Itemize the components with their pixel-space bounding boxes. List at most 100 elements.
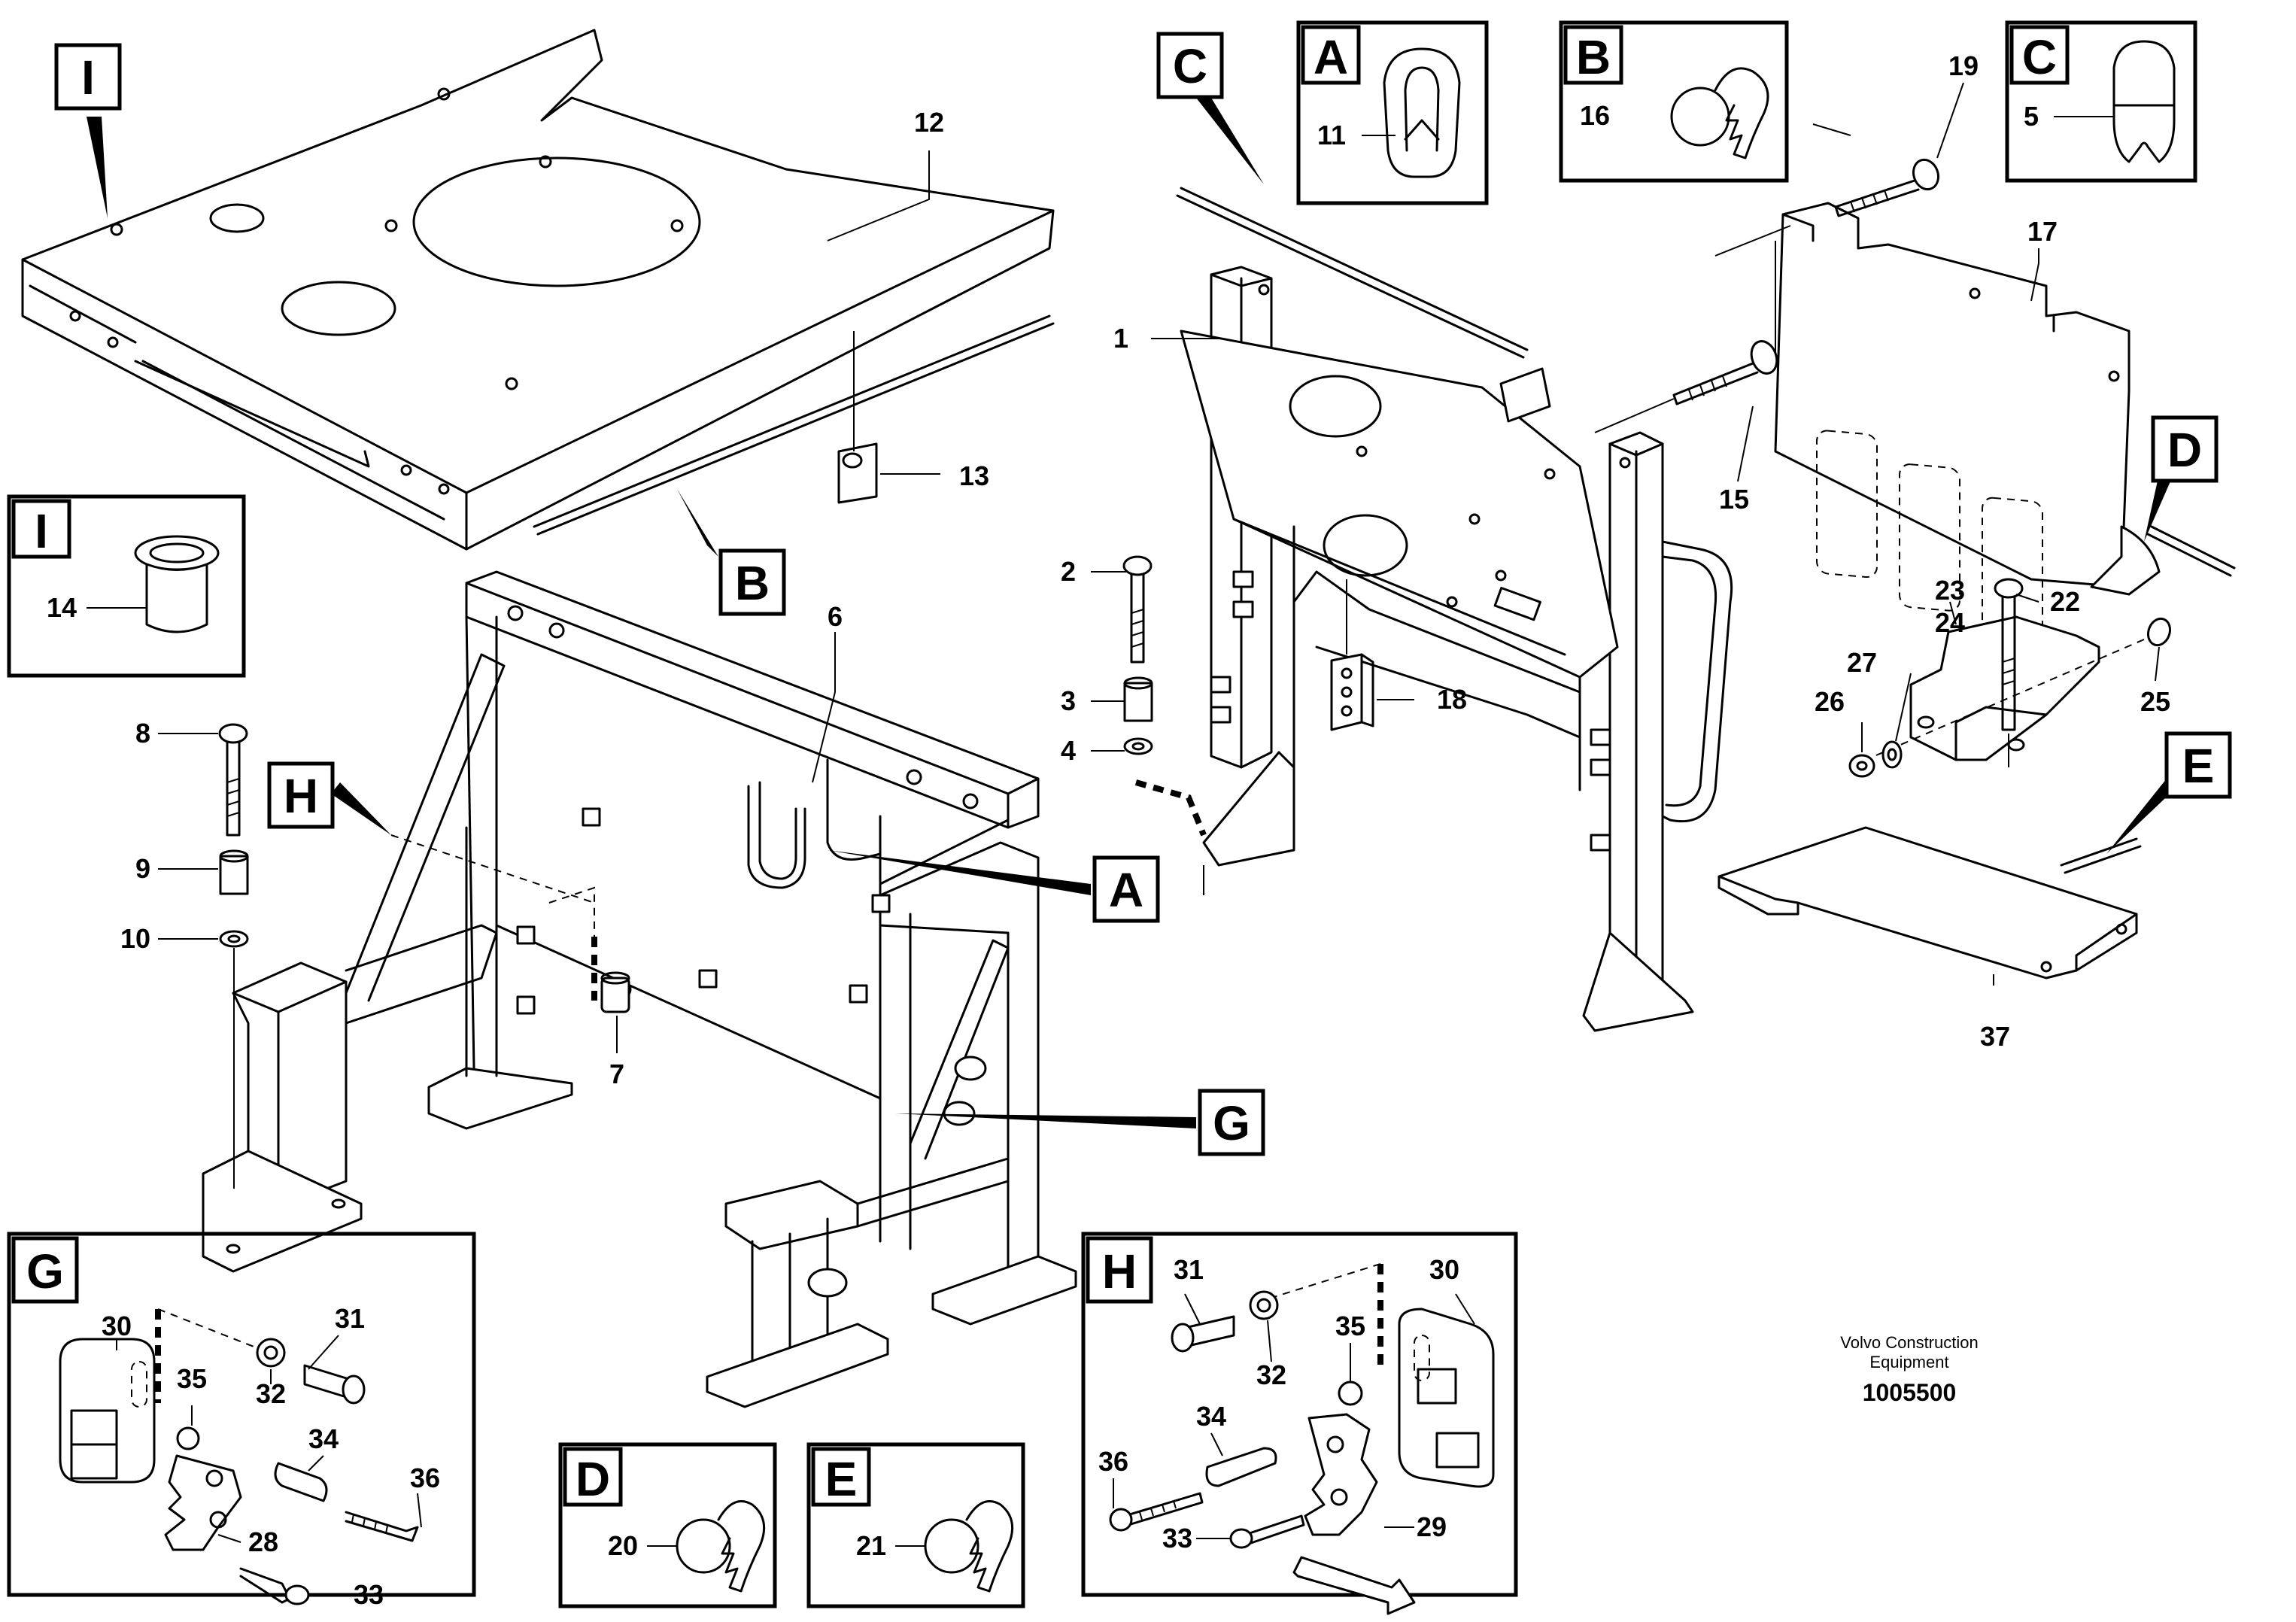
bolt-stack-2-3-4 bbox=[1122, 555, 1153, 755]
detail-box-c-top bbox=[2005, 20, 2197, 183]
part-number: 10 bbox=[120, 923, 150, 954]
detail-box-e bbox=[806, 1442, 1025, 1608]
label-h: H bbox=[284, 769, 318, 823]
callout-b bbox=[718, 548, 786, 616]
part-number: 24 bbox=[1935, 607, 1965, 638]
part-number: 22 bbox=[2050, 586, 2080, 617]
part-number: 31 bbox=[1174, 1254, 1204, 1285]
label-c: C bbox=[1173, 39, 1207, 93]
callout-boxes bbox=[54, 32, 2232, 1156]
rod-b bbox=[533, 314, 1051, 528]
part-number: 7 bbox=[609, 1059, 624, 1089]
part-number: 1 bbox=[1113, 323, 1128, 354]
rod-c bbox=[1180, 187, 1529, 351]
callout-c bbox=[1156, 32, 1224, 99]
part-number: 15 bbox=[1719, 484, 1749, 515]
block-18 bbox=[1330, 579, 1374, 731]
part-numbers: 12 13 1 2 3 4 18 6 7 8 9 10 14 19 17 15 … bbox=[47, 50, 2170, 1610]
detail-box-b-top bbox=[1559, 20, 1789, 183]
part-number: 33 bbox=[354, 1579, 384, 1610]
callout-h bbox=[267, 761, 335, 829]
part-number: 34 bbox=[308, 1423, 339, 1454]
callout-i-top bbox=[54, 43, 122, 111]
detail-label-i: I bbox=[35, 504, 48, 558]
part-number: 13 bbox=[959, 460, 989, 491]
detail-box-a-top bbox=[1296, 20, 1489, 205]
label-a: A bbox=[1109, 863, 1143, 917]
part-number: 26 bbox=[1815, 686, 1845, 717]
label-d: D bbox=[2167, 423, 2202, 477]
part-number: 32 bbox=[1256, 1359, 1286, 1390]
seat-plate bbox=[21, 29, 1055, 551]
detail-label-g: G bbox=[26, 1244, 64, 1299]
label-i-top: I bbox=[81, 50, 95, 105]
cover-plate-17 bbox=[1714, 202, 2161, 645]
part-number: 29 bbox=[1417, 1511, 1447, 1542]
bolt-19 bbox=[1834, 158, 1940, 217]
callout-pointers bbox=[87, 98, 2178, 1128]
part-number: 14 bbox=[47, 592, 77, 623]
detail-label-d: D bbox=[576, 1452, 610, 1506]
part-number: 35 bbox=[177, 1363, 207, 1394]
part-number: 35 bbox=[1335, 1311, 1365, 1341]
bolt-stack-8-9-10 bbox=[218, 723, 249, 1189]
part-number: 17 bbox=[2027, 216, 2058, 247]
part-number: 30 bbox=[1429, 1254, 1459, 1285]
part-number: 28 bbox=[248, 1526, 278, 1557]
part-number: 6 bbox=[828, 601, 843, 632]
company-name-line1: Volvo Construction bbox=[1840, 1333, 1978, 1352]
part-number: 23 bbox=[1935, 575, 1965, 606]
plate-37 bbox=[1717, 826, 2138, 980]
part-number: 4 bbox=[1061, 735, 1076, 766]
detail-label-h: H bbox=[1102, 1244, 1137, 1299]
part-number: 34 bbox=[1196, 1401, 1226, 1432]
letter-labels: I C B A G H D E A B C I G H D E bbox=[26, 30, 2214, 1506]
part-number: 11 bbox=[1317, 120, 1346, 150]
detail-box-g bbox=[7, 1232, 476, 1605]
detail-box-h bbox=[1081, 1232, 1518, 1615]
footer: Volvo Construction Equipment 1005500 bbox=[1840, 1333, 1978, 1406]
part-number: 3 bbox=[1061, 685, 1076, 716]
part-number: 33 bbox=[1162, 1523, 1192, 1554]
bracket-23-24 bbox=[1848, 578, 2172, 778]
seat-frame bbox=[202, 570, 1077, 1408]
detail-label-a: A bbox=[1314, 30, 1348, 84]
callout-d bbox=[2151, 415, 2219, 483]
company-name-line2: Equipment bbox=[1869, 1353, 1948, 1371]
label-e: E bbox=[2182, 739, 2215, 793]
part-number: 9 bbox=[135, 853, 150, 884]
callout-a bbox=[1092, 855, 1160, 923]
part-number: 37 bbox=[1980, 1021, 2010, 1052]
callout-g bbox=[1198, 1089, 1265, 1156]
detail-box-i bbox=[7, 494, 246, 678]
detail-label-c: C bbox=[2022, 30, 2057, 84]
part-number: 30 bbox=[102, 1311, 132, 1341]
label-b: B bbox=[735, 556, 770, 610]
detail-box-d bbox=[558, 1442, 777, 1608]
detail-label-b: B bbox=[1576, 30, 1611, 84]
part-number: 32 bbox=[256, 1378, 286, 1409]
spacer-7 bbox=[600, 971, 630, 1013]
leader-lines bbox=[87, 82, 2160, 1596]
callout-e bbox=[2164, 731, 2232, 799]
part-number: 12 bbox=[914, 107, 944, 138]
part-number: 19 bbox=[1948, 50, 1979, 81]
part-number: 25 bbox=[2140, 686, 2170, 717]
part-number: 8 bbox=[135, 718, 150, 749]
part-number: 36 bbox=[410, 1463, 440, 1493]
part-number: 21 bbox=[856, 1530, 886, 1561]
label-g: G bbox=[1213, 1096, 1250, 1150]
drawing-number: 1005500 bbox=[1863, 1379, 1957, 1406]
bolt-15 bbox=[1594, 340, 1778, 433]
detail-label-e: E bbox=[825, 1452, 858, 1506]
part-number: 2 bbox=[1061, 556, 1076, 587]
part-number: 16 bbox=[1580, 100, 1610, 131]
part-number: 20 bbox=[608, 1530, 638, 1561]
part-number: 36 bbox=[1098, 1446, 1128, 1477]
clip-13 bbox=[837, 331, 878, 504]
part-number: 31 bbox=[335, 1303, 365, 1334]
part-number: 27 bbox=[1847, 647, 1877, 678]
part-number: 18 bbox=[1437, 684, 1467, 715]
part-number: 5 bbox=[2024, 101, 2039, 132]
